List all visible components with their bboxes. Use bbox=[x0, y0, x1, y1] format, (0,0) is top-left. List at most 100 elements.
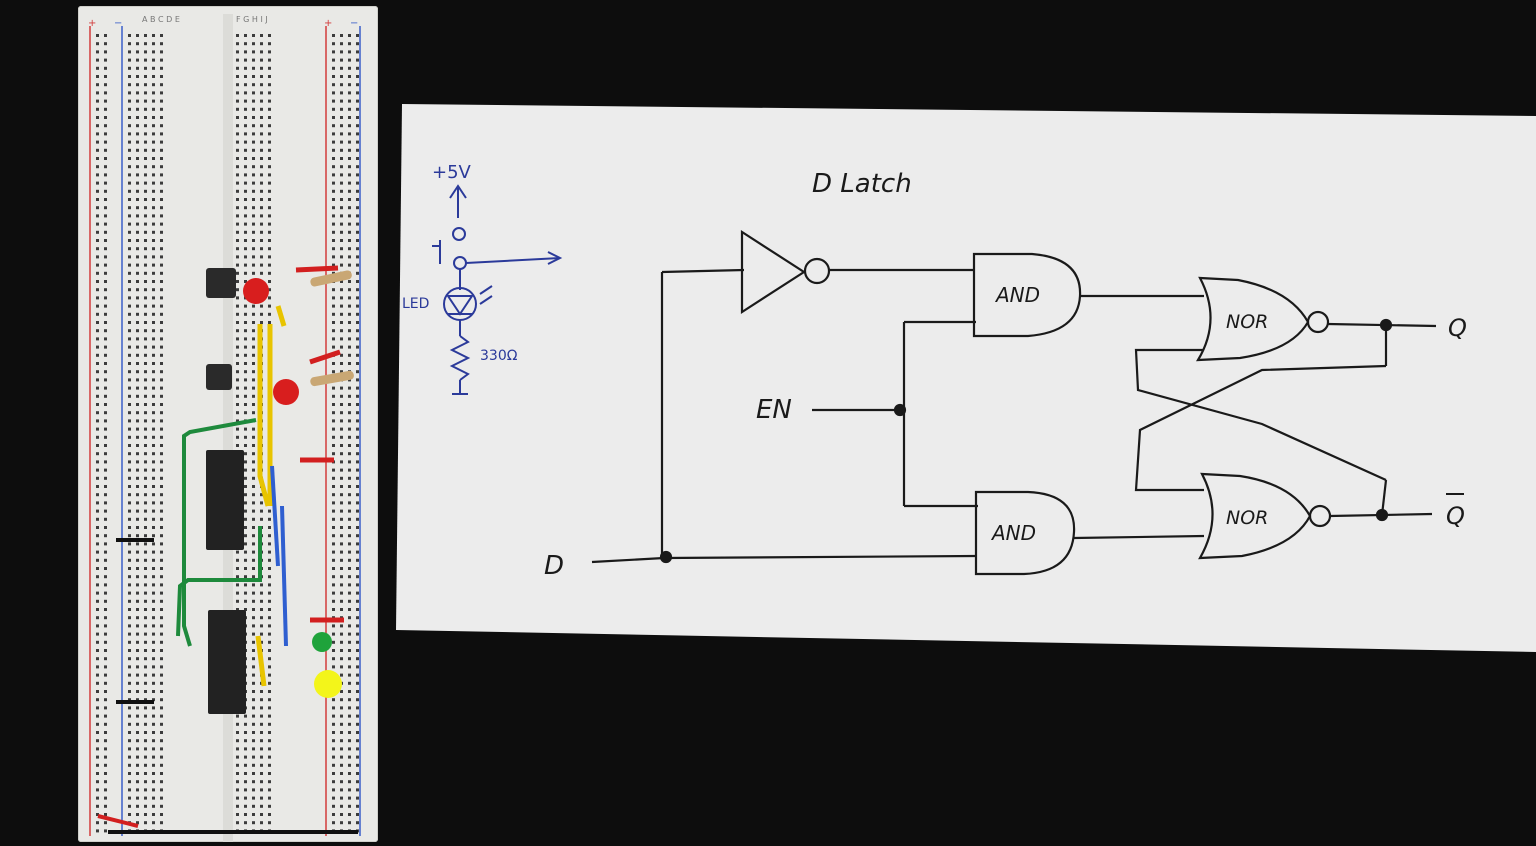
breadboard-hole bbox=[356, 288, 359, 292]
breadboard-hole bbox=[96, 501, 99, 505]
breadboard-hole bbox=[128, 632, 131, 636]
d-latch-circuit bbox=[591, 229, 1437, 576]
breadboard-hole bbox=[144, 427, 147, 431]
breadboard-hole bbox=[96, 263, 99, 267]
breadboard-hole bbox=[252, 165, 255, 169]
breadboard-hole bbox=[340, 804, 343, 808]
breadboard-hole bbox=[340, 370, 343, 374]
breadboard-hole bbox=[152, 501, 155, 505]
breadboard-hole bbox=[340, 698, 343, 702]
breadboard-hole bbox=[332, 706, 335, 710]
breadboard-hole bbox=[236, 599, 239, 603]
breadboard-hole bbox=[160, 378, 163, 382]
breadboard-hole bbox=[128, 91, 131, 95]
breadboard-hole bbox=[104, 624, 107, 628]
breadboard-hole bbox=[252, 247, 255, 251]
breadboard-hole bbox=[136, 75, 139, 78]
breadboard-hole bbox=[260, 763, 263, 767]
breadboard-hole bbox=[356, 714, 359, 718]
breadboard-hole bbox=[252, 157, 255, 160]
breadboard-hole bbox=[136, 165, 139, 169]
breadboard-hole bbox=[268, 821, 271, 825]
breadboard-hole bbox=[340, 148, 343, 152]
breadboard-hole bbox=[96, 673, 99, 677]
breadboard-hole bbox=[96, 485, 99, 488]
breadboard-hole bbox=[236, 435, 239, 439]
breadboard-hole bbox=[356, 222, 359, 226]
breadboard-hole bbox=[348, 591, 351, 595]
breadboard-hole bbox=[332, 116, 335, 119]
breadboard-hole bbox=[244, 599, 247, 603]
breadboard-hole bbox=[340, 813, 343, 816]
breadboard-hole bbox=[128, 731, 131, 734]
breadboard-hole bbox=[160, 681, 163, 685]
breadboard-hole bbox=[96, 567, 99, 570]
breadboard-hole bbox=[136, 739, 139, 743]
breadboard-hole bbox=[96, 362, 99, 365]
breadboard-hole bbox=[268, 263, 271, 267]
breadboard-hole bbox=[356, 50, 359, 54]
breadboard-hole bbox=[96, 116, 99, 119]
breadboard-hole bbox=[96, 813, 99, 816]
breadboard-hole bbox=[104, 435, 107, 439]
breadboard-hole bbox=[340, 206, 343, 210]
breadboard-hole bbox=[332, 58, 335, 62]
breadboard-hole bbox=[104, 83, 107, 87]
breadboard-hole bbox=[236, 304, 239, 308]
breadboard-hole bbox=[332, 821, 335, 825]
breadboard-hole bbox=[152, 403, 155, 406]
breadboard-hole bbox=[340, 493, 343, 497]
breadboard-hole bbox=[260, 739, 263, 743]
breadboard-hole bbox=[128, 476, 131, 480]
wire-d-input bbox=[591, 556, 665, 564]
breadboard-hole bbox=[152, 263, 155, 267]
breadboard-hole bbox=[128, 132, 131, 136]
breadboard-hole bbox=[128, 263, 131, 267]
breadboard-hole bbox=[128, 345, 131, 349]
breadboard-hole bbox=[96, 444, 99, 447]
breadboard-hole bbox=[144, 616, 147, 620]
breadboard-hole bbox=[236, 411, 239, 415]
yellow-led-lit bbox=[314, 670, 342, 698]
breadboard-hole bbox=[340, 649, 343, 652]
breadboard-hole bbox=[332, 526, 335, 529]
breadboard-hole bbox=[136, 50, 139, 54]
breadboard-hole bbox=[260, 821, 263, 825]
breadboard-hole bbox=[104, 591, 107, 595]
breadboard-hole bbox=[252, 501, 255, 505]
red-led-bottom bbox=[273, 379, 299, 405]
breadboard-hole bbox=[244, 83, 247, 87]
breadboard-hole bbox=[340, 526, 343, 529]
breadboard-hole bbox=[268, 788, 271, 792]
breadboard-hole bbox=[144, 107, 147, 111]
breadboard-hole bbox=[104, 616, 107, 620]
breadboard-hole bbox=[136, 329, 139, 333]
breadboard-hole bbox=[348, 665, 351, 669]
breadboard-hole bbox=[268, 157, 271, 160]
breadboard-hole bbox=[152, 247, 155, 251]
breadboard-hole bbox=[260, 173, 263, 177]
breadboard-hole bbox=[104, 558, 107, 562]
breadboard-hole bbox=[332, 42, 335, 46]
breadboard-hole bbox=[152, 353, 155, 357]
breadboard-hole bbox=[128, 83, 131, 87]
breadboard-hole bbox=[152, 312, 155, 316]
breadboard-hole bbox=[260, 247, 263, 251]
breadboard-hole bbox=[356, 739, 359, 743]
breadboard-hole bbox=[356, 427, 359, 431]
breadboard-hole bbox=[332, 263, 335, 267]
breadboard-hole bbox=[340, 419, 343, 423]
breadboard-hole bbox=[340, 165, 343, 169]
breadboard-hole bbox=[356, 91, 359, 95]
breadboard-hole bbox=[340, 214, 343, 218]
breadboard-hole bbox=[348, 550, 351, 554]
breadboard-hole bbox=[268, 624, 271, 628]
breadboard-hole bbox=[136, 821, 139, 825]
breadboard-hole bbox=[96, 345, 99, 349]
breadboard-hole bbox=[252, 616, 255, 620]
breadboard-hole bbox=[144, 657, 147, 661]
breadboard-hole bbox=[104, 821, 107, 825]
breadboard-hole bbox=[348, 780, 351, 784]
breadboard-hole bbox=[160, 796, 163, 800]
breadboard-hole bbox=[348, 189, 351, 193]
